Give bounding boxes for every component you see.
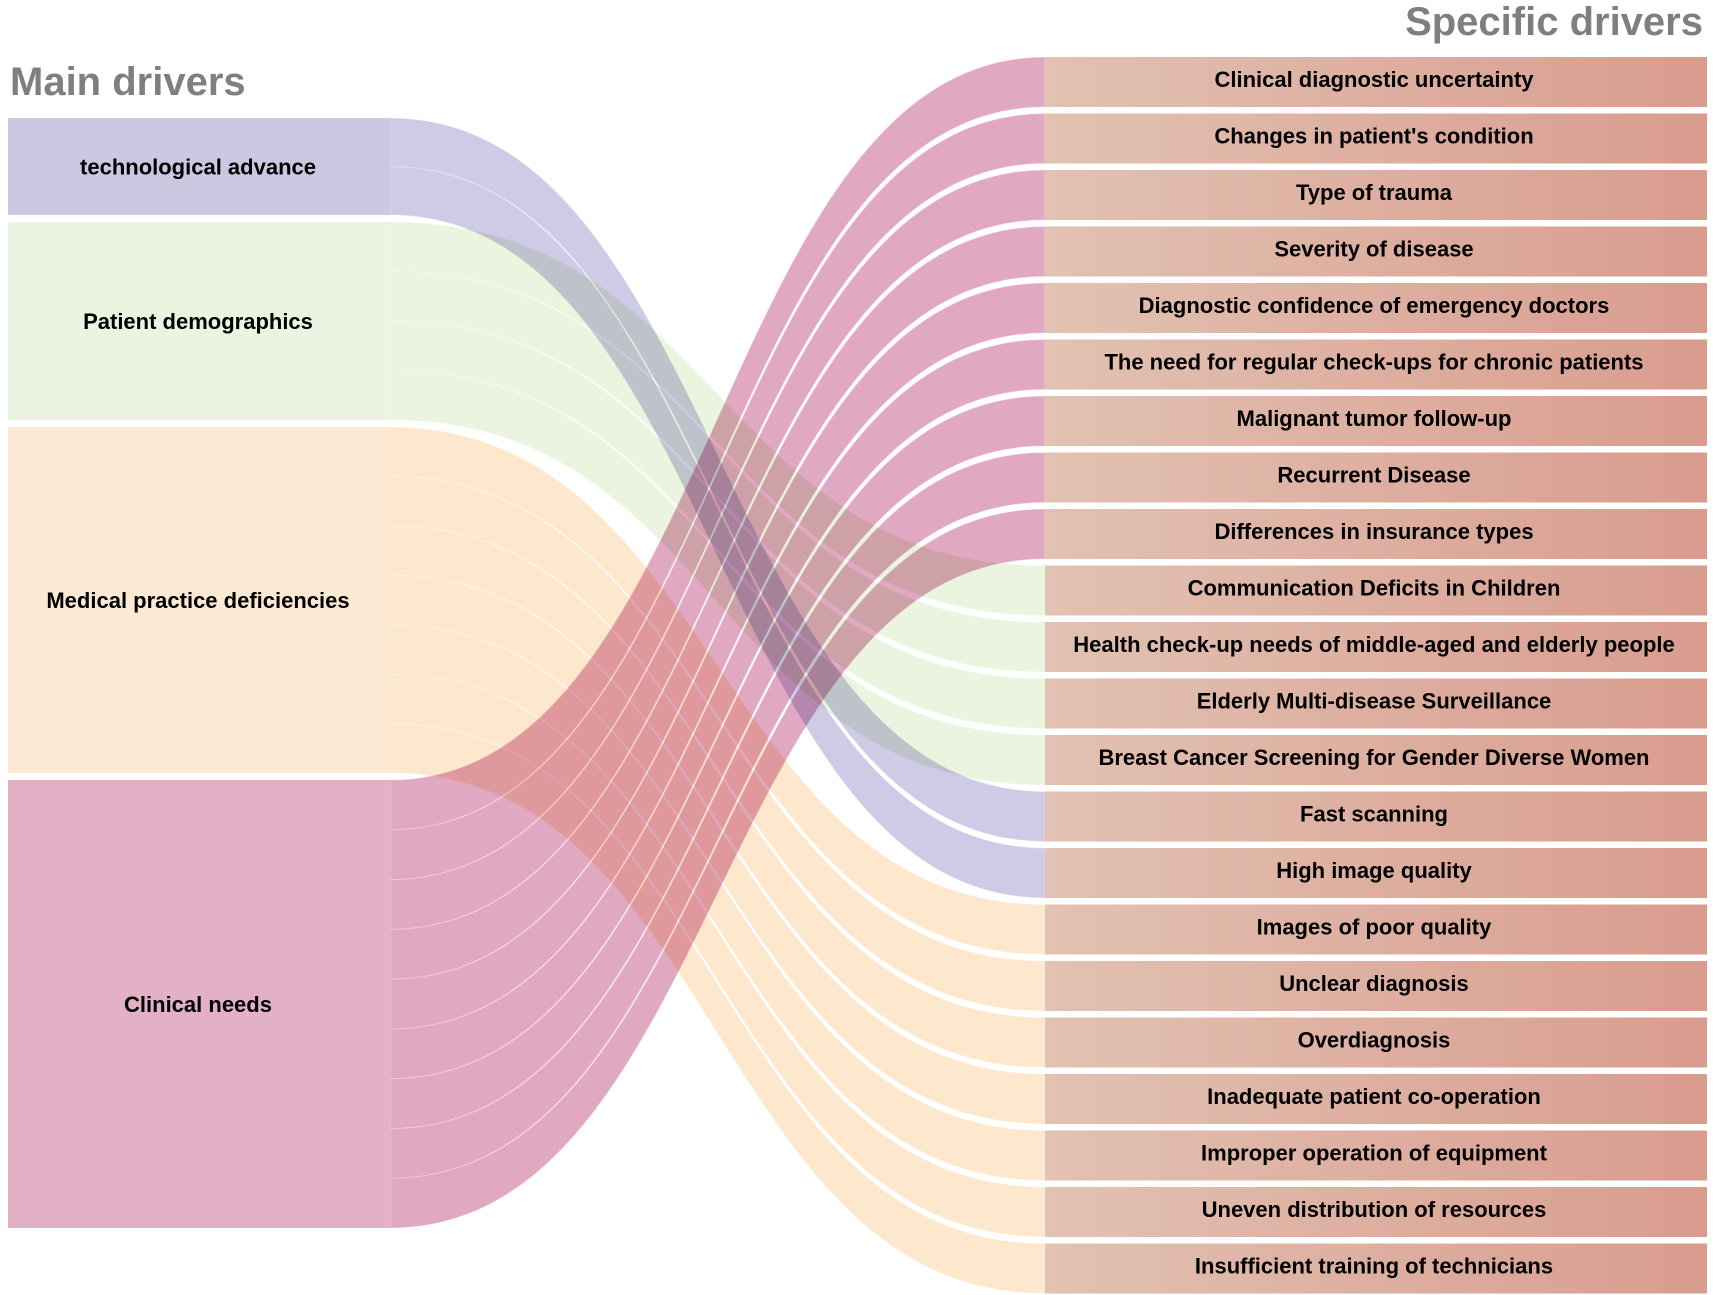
specific-driver-label: Improper operation of equipment (1201, 1141, 1548, 1166)
main-driver-label: Patient demographics (83, 309, 313, 334)
specific-driver-label: The need for regular check-ups for chron… (1104, 350, 1643, 375)
specific-driver-node (1045, 1130, 1707, 1181)
main-driver-label: Medical practice deficiencies (46, 588, 349, 613)
specific-driver-label: Malignant tumor follow-up (1237, 406, 1512, 431)
specific-driver-label: Breast Cancer Screening for Gender Diver… (1098, 745, 1649, 770)
specific-driver-node (1045, 452, 1707, 503)
main-drivers-heading: Main drivers (10, 60, 246, 104)
specific-driver-node (1045, 1243, 1707, 1294)
specific-driver-label: Fast scanning (1300, 802, 1448, 827)
specific-driver-label: Inadequate patient co-operation (1207, 1084, 1541, 1109)
specific-driver-node (1045, 848, 1707, 898)
specific-driver-node (1045, 283, 1707, 333)
specific-driver-node (1045, 791, 1707, 842)
specific-driver-node (1045, 170, 1707, 220)
specific-driver-node (1045, 622, 1707, 672)
specific-driver-label: Health check-up needs of middle-aged and… (1073, 632, 1674, 657)
flow-links (389, 56, 1046, 1295)
specific-driver-label: Clinical diagnostic uncertainty (1214, 67, 1534, 92)
specific-driver-node (1045, 735, 1707, 785)
specific-driver-label: Recurrent Disease (1277, 463, 1470, 488)
specific-driver-node (1045, 113, 1707, 164)
specific-driver-label: Overdiagnosis (1298, 1028, 1451, 1053)
specific-driver-node (1045, 339, 1707, 390)
specific-driver-label: Unclear diagnosis (1279, 971, 1469, 996)
specific-driver-label: Type of trauma (1296, 180, 1453, 205)
specific-driver-label: Changes in patient's condition (1214, 124, 1533, 149)
specific-driver-node (1045, 509, 1707, 559)
specific-drivers-heading: Specific drivers (1405, 0, 1703, 44)
main-driver-node (8, 780, 390, 1228)
specific-driver-label: Diagnostic confidence of emergency docto… (1139, 293, 1610, 318)
specific-driver-node (1045, 565, 1707, 616)
specific-driver-node (1045, 396, 1707, 446)
specific-driver-label: Images of poor quality (1257, 915, 1492, 940)
specific-driver-node (1045, 226, 1707, 277)
specific-driver-node (1045, 904, 1707, 955)
specific-driver-label: Communication Deficits in Children (1188, 576, 1561, 601)
specific-driver-label: High image quality (1276, 858, 1472, 883)
specific-driver-node (1045, 1017, 1707, 1068)
specific-driver-label: Severity of disease (1274, 237, 1473, 262)
main-driver-node (8, 427, 390, 773)
specific-driver-node (1045, 678, 1707, 729)
main-driver-node (8, 118, 390, 215)
main-driver-label: technological advance (80, 155, 316, 180)
specific-driver-node (1045, 1187, 1707, 1237)
specific-driver-node (1045, 57, 1707, 107)
specific-driver-label: Uneven distribution of resources (1202, 1197, 1547, 1222)
main-driver-node (8, 222, 390, 420)
specific-driver-node (1045, 1074, 1707, 1124)
specific-driver-label: Insufficient training of technicians (1195, 1254, 1553, 1279)
specific-driver-label: Elderly Multi-disease Surveillance (1197, 689, 1552, 714)
main-driver-label: Clinical needs (124, 992, 272, 1017)
specific-driver-label: Differences in insurance types (1214, 519, 1533, 544)
specific-driver-node (1045, 961, 1707, 1011)
